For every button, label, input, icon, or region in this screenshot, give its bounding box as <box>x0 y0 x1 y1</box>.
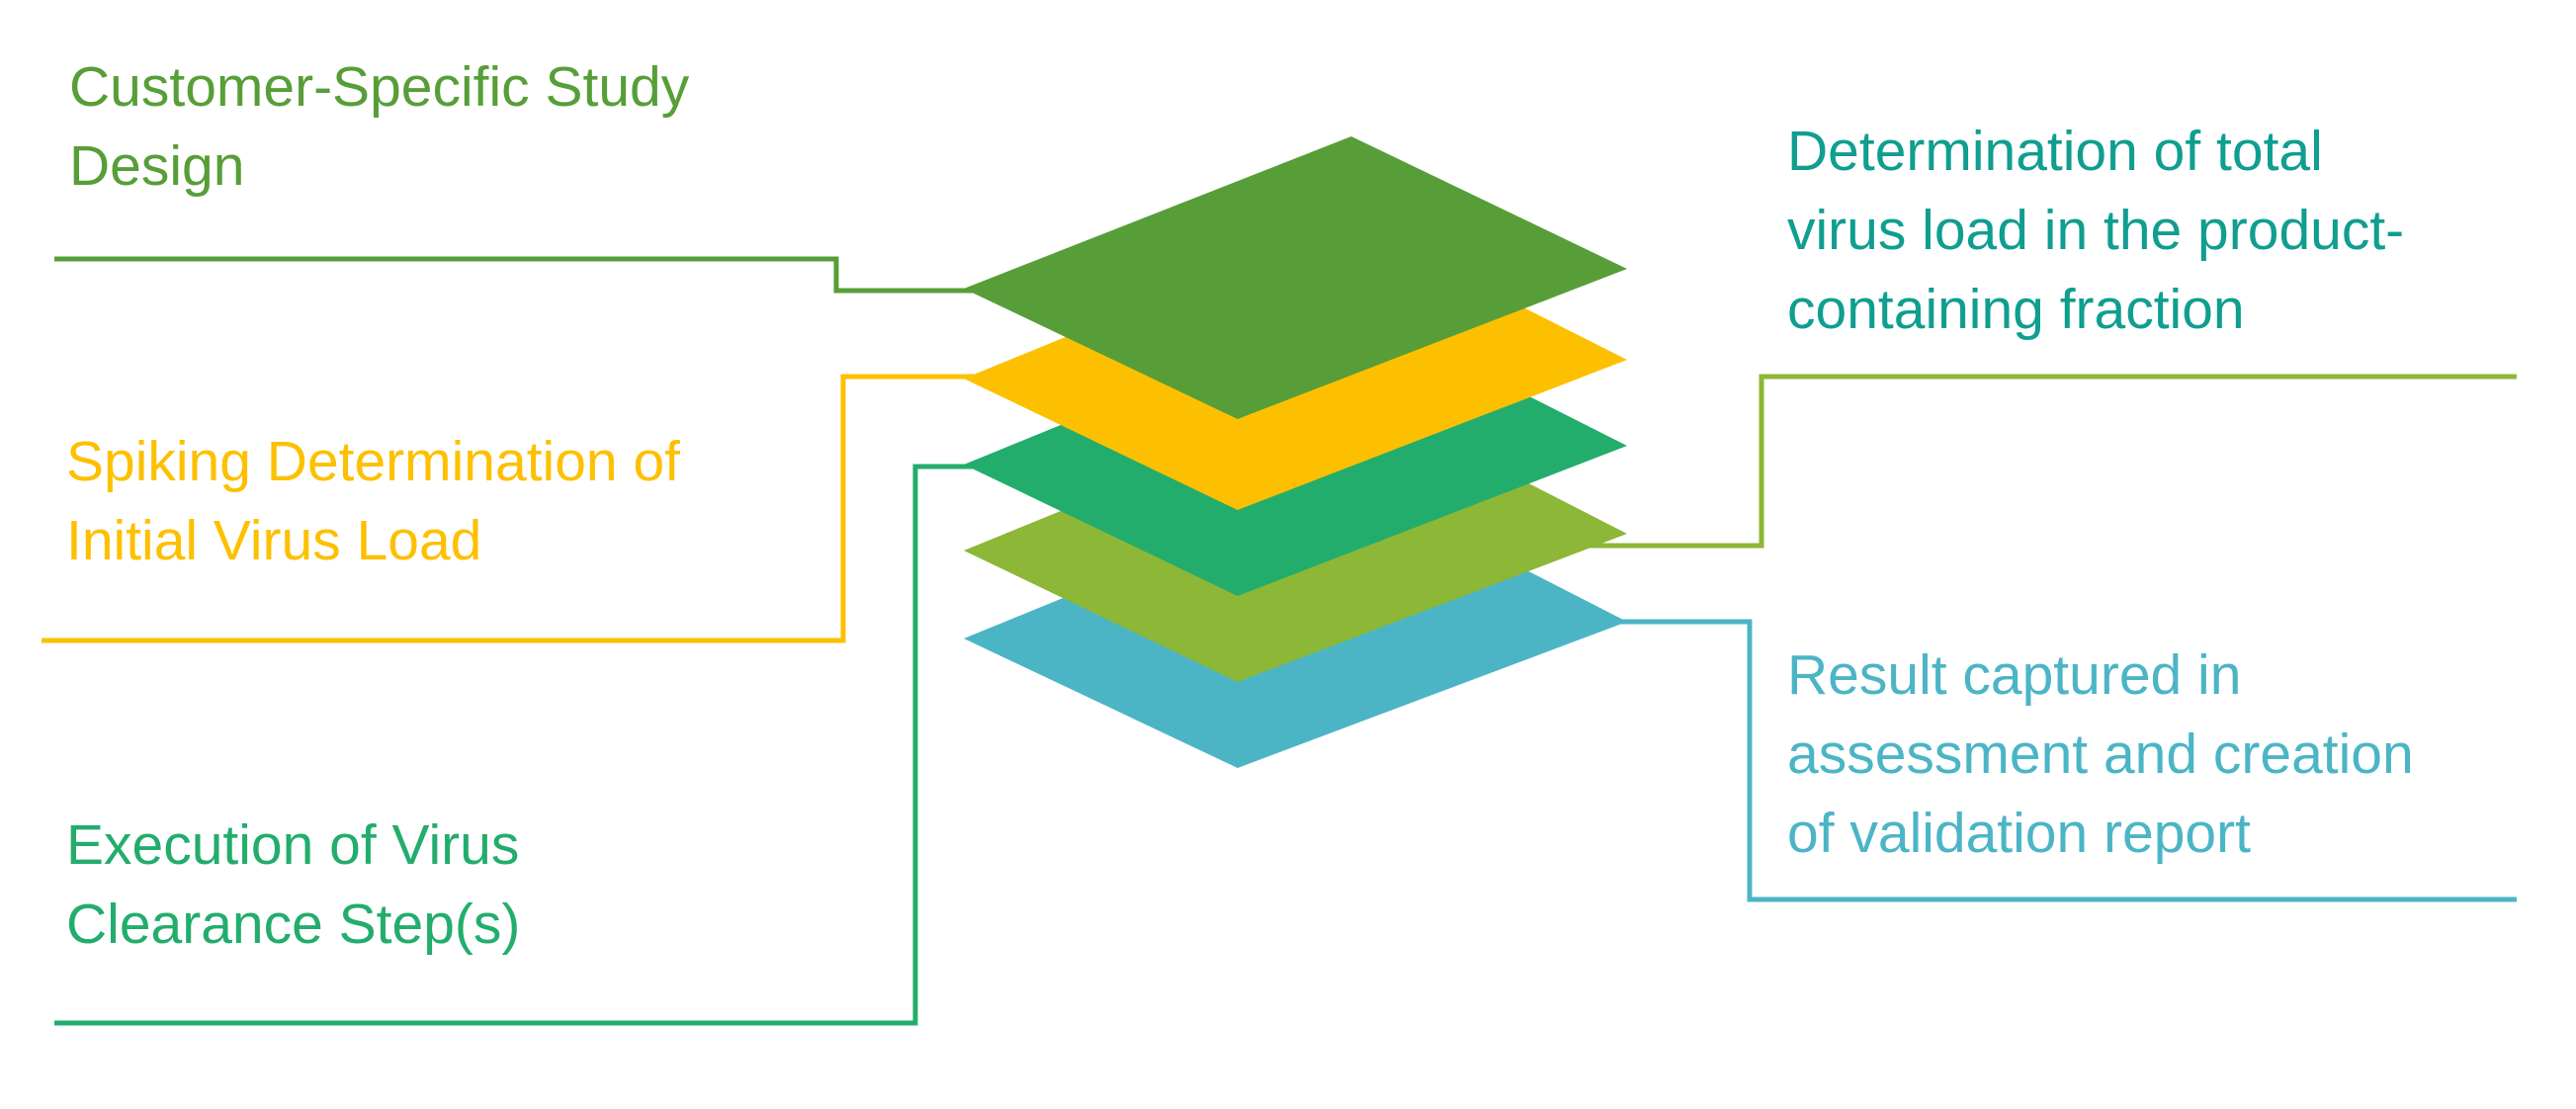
step-label-line: Initial Virus Load <box>66 509 482 572</box>
step-label-spiking: Spiking Determination of Initial Virus L… <box>66 422 680 580</box>
step-label-line: Determination of total <box>1787 120 2323 183</box>
connector-line-determination <box>1582 374 2517 549</box>
connector-line-result <box>1611 619 2517 902</box>
step-label-line: assessment and creation <box>1787 723 2414 786</box>
step-label-line: Execution of Virus <box>66 813 520 877</box>
connector-line-execution <box>54 464 979 1026</box>
step-label-line: of validation report <box>1787 802 2251 865</box>
step-label-line: containing fraction <box>1787 278 2245 341</box>
step-label-line: virus load in the product- <box>1787 199 2405 262</box>
step-label-result: Result captured in assessment and creati… <box>1787 636 2414 873</box>
step-label-line: Clearance Step(s) <box>66 893 521 956</box>
step-label-design: Customer-Specific Study Design <box>69 47 689 206</box>
step-label-line: Result captured in <box>1787 643 2242 707</box>
layer-design <box>964 136 1627 419</box>
step-label-execution: Execution of Virus Clearance Step(s) <box>66 806 520 964</box>
step-label-line: Spiking Determination of <box>66 430 680 493</box>
step-label-determination: Determination of total virus load in the… <box>1787 112 2404 349</box>
connector-line-spiking <box>42 374 979 643</box>
step-label-line: Design <box>69 134 245 198</box>
connector-line-design <box>54 256 979 294</box>
step-label-line: Customer-Specific Study <box>69 55 690 119</box>
